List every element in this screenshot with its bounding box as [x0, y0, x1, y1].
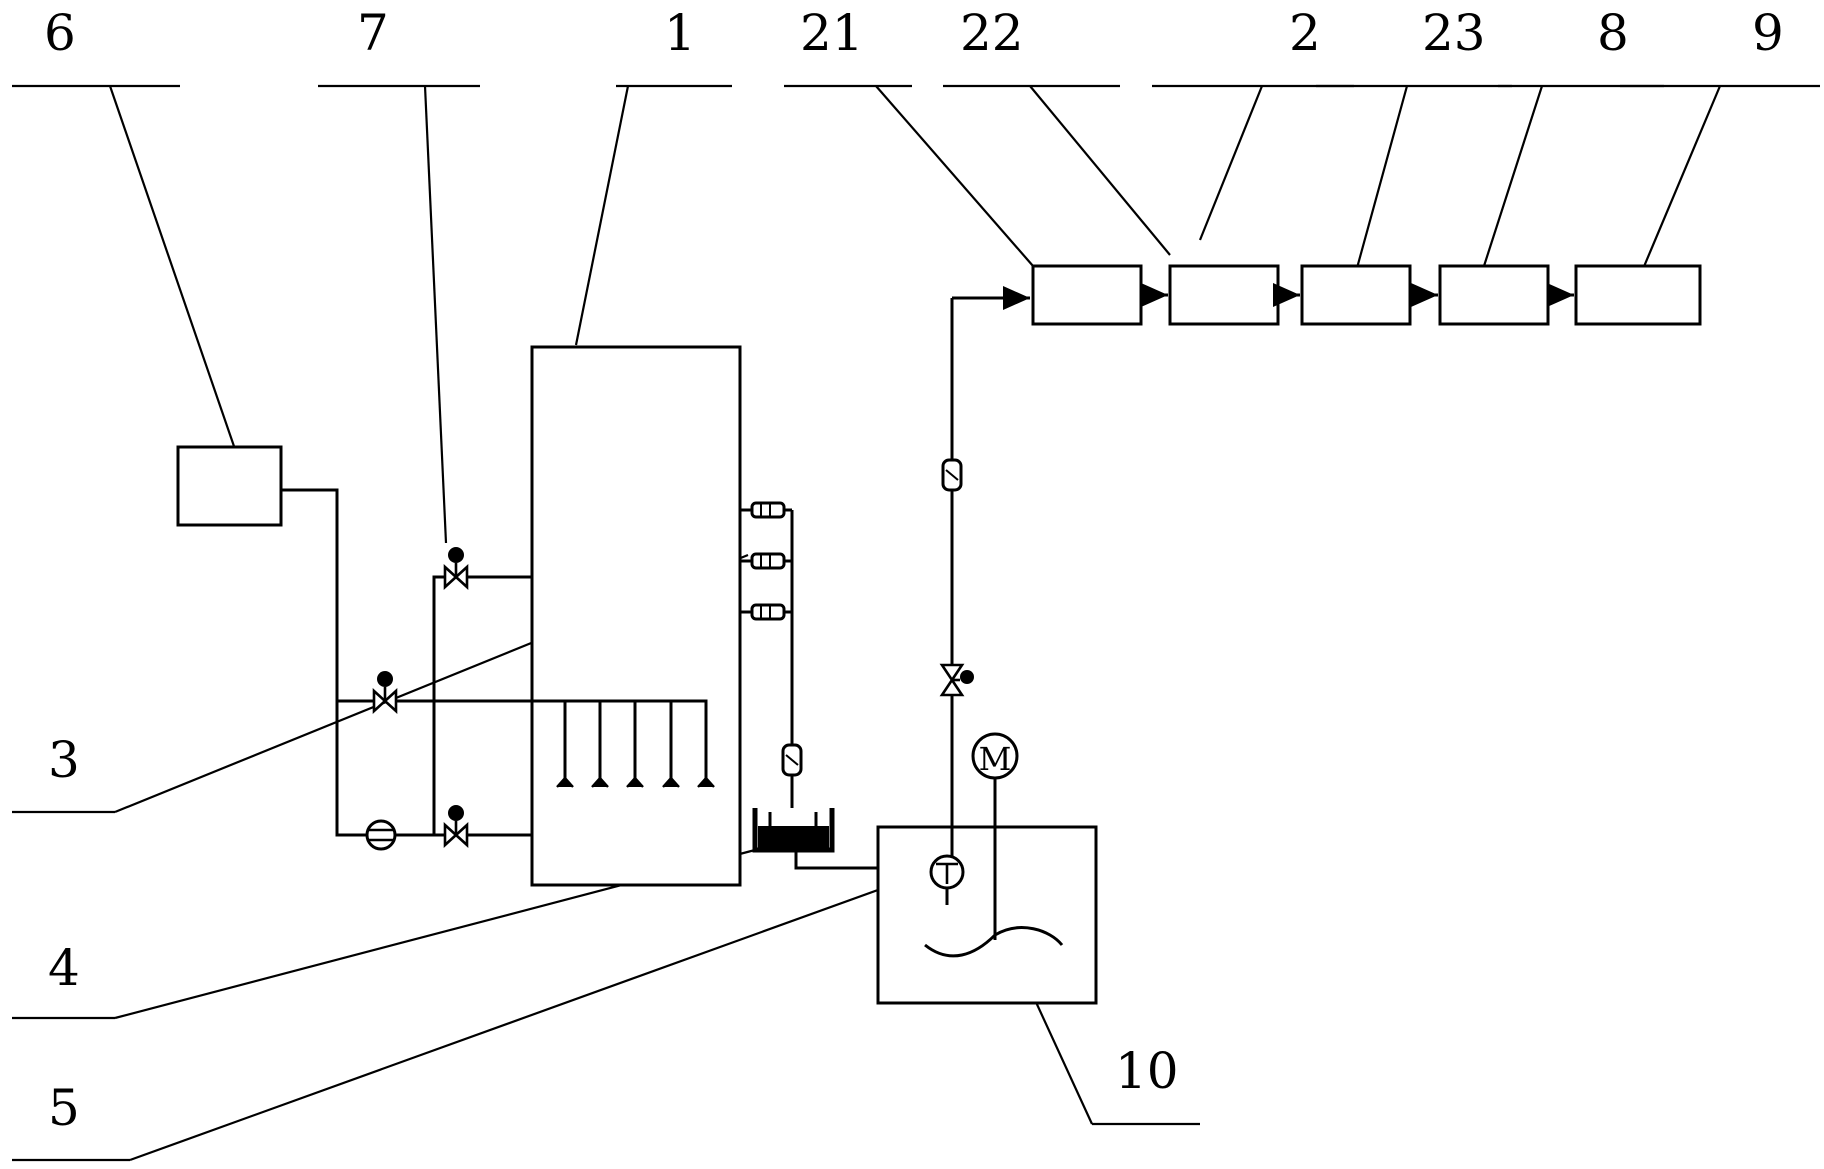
- check-valve-icon: [781, 743, 803, 777]
- label-6: 6: [44, 4, 76, 62]
- pump-icon[interactable]: [365, 819, 397, 851]
- flowmeter-icon: [750, 603, 786, 621]
- tank-6: [176, 445, 283, 527]
- label-2: 2: [1289, 4, 1321, 62]
- flowmeter-icon: [750, 552, 786, 570]
- label-7: 7: [357, 4, 389, 62]
- stirrer-blade: [924, 926, 1064, 958]
- vessel-10: [876, 825, 1098, 1005]
- column-1: [530, 345, 742, 887]
- label-22: 22: [960, 4, 1024, 62]
- label-10: 10: [1115, 1042, 1179, 1100]
- thermometer-icon: [929, 854, 965, 905]
- flowmeter-icon: [750, 501, 786, 519]
- label-21: 21: [800, 4, 864, 62]
- unit-8: [1438, 264, 1550, 326]
- valve-icon[interactable]: [443, 803, 469, 847]
- check-valve-icon: [941, 458, 963, 492]
- label-4: 4: [48, 939, 80, 997]
- unit-9: [1574, 264, 1702, 326]
- trough-icon: [752, 808, 835, 853]
- motor-icon: M: [971, 732, 1019, 780]
- label-8: 8: [1597, 4, 1629, 62]
- valve-icon[interactable]: [443, 545, 469, 589]
- label-1: 1: [664, 4, 696, 62]
- unit-22: [1168, 264, 1280, 326]
- valve-icon[interactable]: [939, 663, 974, 697]
- label-5: 5: [48, 1079, 80, 1137]
- unit-23: [1300, 264, 1412, 326]
- unit-21: [1031, 264, 1143, 326]
- svg-text:M: M: [979, 740, 1012, 778]
- trough-outlet: [794, 850, 878, 870]
- valve-icon[interactable]: [372, 669, 398, 713]
- left-piping: [281, 488, 708, 837]
- label-9: 9: [1752, 4, 1784, 62]
- label-23: 23: [1422, 4, 1486, 62]
- label-3: 3: [48, 731, 80, 789]
- gas-line: [950, 286, 1030, 856]
